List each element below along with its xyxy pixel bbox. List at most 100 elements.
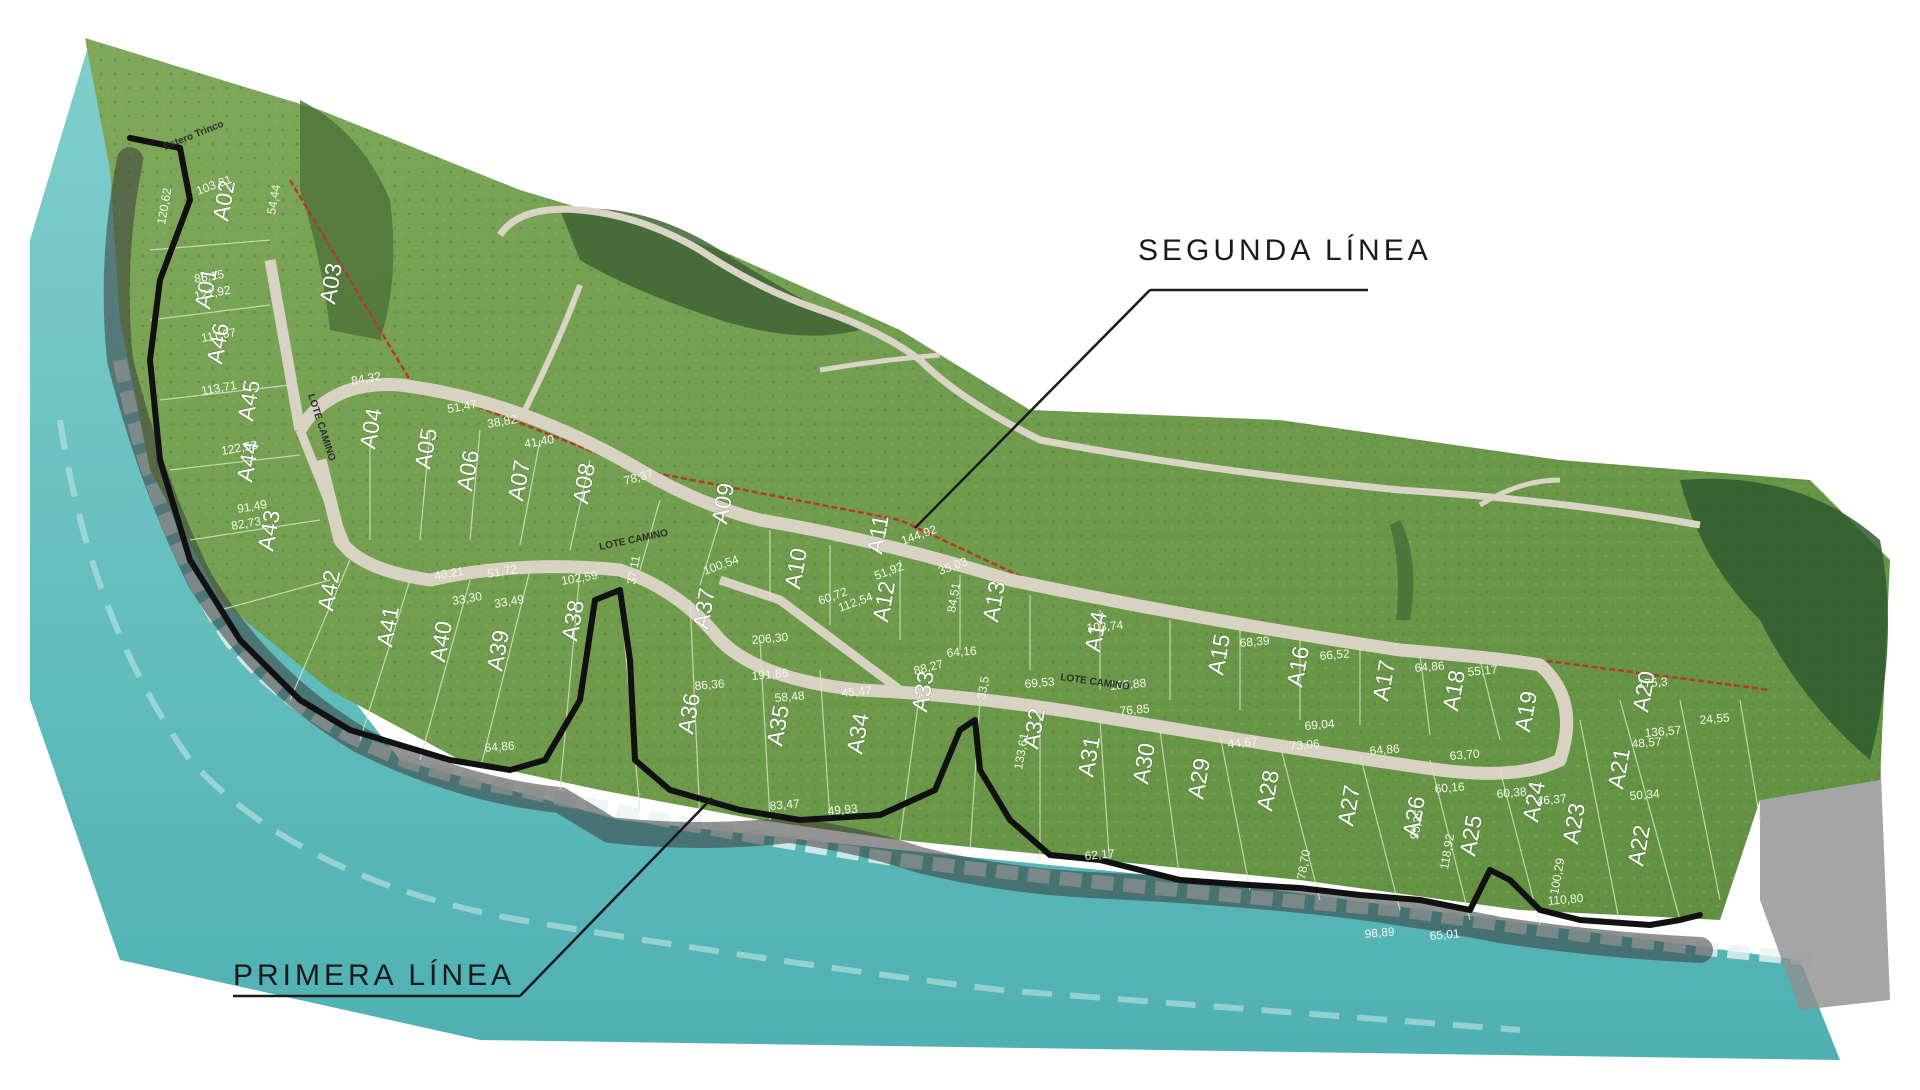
measurement-label: 76,85 xyxy=(1119,701,1150,718)
lot-label-a22[interactable]: A22 xyxy=(1622,823,1656,869)
lot-label-a31[interactable]: A31 xyxy=(1072,734,1106,780)
measurement-label: 191,86 xyxy=(751,666,789,683)
measurement-label: 69,53 xyxy=(1024,674,1055,691)
lot-label-a28[interactable]: A28 xyxy=(1251,768,1285,814)
lot-label-a06[interactable]: A06 xyxy=(451,448,485,494)
measurement-label: 122,53 xyxy=(220,438,259,458)
measurement-label: 44,67 xyxy=(1227,734,1258,751)
measurement-label: 68,39 xyxy=(1239,633,1270,650)
measurement-label: 51,47 xyxy=(446,397,478,416)
measurement-label: 206,30 xyxy=(751,630,789,647)
callout-primera-pointer xyxy=(519,797,713,997)
road-spur-2 xyxy=(295,428,355,557)
measurement-label: 40,21 xyxy=(433,564,465,583)
land-texture xyxy=(85,38,1890,920)
measurement-label: 48,57 xyxy=(1631,734,1662,751)
measurement-label: 69,04 xyxy=(1304,716,1335,733)
measurement-label: 73,06 xyxy=(1289,736,1320,753)
measurement-label: 95,35 xyxy=(1407,808,1426,840)
measurement-label: 37,11 xyxy=(624,554,643,585)
farm-track-branch-3 xyxy=(1478,477,1561,508)
lot-label-a01[interactable]: A01 xyxy=(189,266,223,312)
measurement-label: 64,86 xyxy=(1414,658,1445,675)
measurement-label: 86,36 xyxy=(694,676,725,693)
road-spur xyxy=(264,259,306,431)
measurement-label: 49,93 xyxy=(827,801,858,818)
measurement-label: 111,67 xyxy=(200,325,237,345)
measurement-label: 78,70 xyxy=(1294,848,1313,880)
forest-patch-northwest xyxy=(300,100,394,340)
measurement-label: 65,01 xyxy=(1429,926,1460,943)
rocky-coast xyxy=(103,147,1713,963)
measurement-label: 60,38 xyxy=(1496,784,1527,801)
coastal-boundary-line xyxy=(127,135,1703,928)
measurement-label: 41,40 xyxy=(523,432,555,451)
measurement-label: 118,92 xyxy=(1437,833,1457,871)
measurement-label: 33,30 xyxy=(451,589,483,608)
measurement-label: 102,59 xyxy=(560,568,599,588)
measurement-label: 58,48 xyxy=(774,688,805,705)
measurement-label: 66,52 xyxy=(1319,646,1350,663)
road-spur-3 xyxy=(718,575,903,694)
measurement-label: 54,44 xyxy=(264,183,283,215)
measurement-label: 46,37 xyxy=(1536,791,1567,808)
forest-strip xyxy=(1390,520,1414,620)
measurement-label: 33,5 xyxy=(974,675,992,701)
farm-track xyxy=(497,205,1701,529)
surf-foam-outer xyxy=(57,419,1521,1033)
measurement-label: 113,71 xyxy=(200,378,238,398)
measurement-label: 84,51 xyxy=(944,581,963,613)
measurement-label: 63,70 xyxy=(1449,746,1480,763)
lote-camino-road xyxy=(294,378,1574,780)
farm-track-branch-2 xyxy=(819,352,941,373)
measurement-label: 38,82 xyxy=(486,412,518,431)
measurement-label: 64,86 xyxy=(1369,741,1400,758)
lot-label-a41[interactable]: A41 xyxy=(371,604,405,650)
measurement-label: 136,57 xyxy=(1644,723,1682,740)
measurement-label: 83,47 xyxy=(769,796,800,813)
lot-label-a25[interactable]: A25 xyxy=(1454,813,1488,859)
forest-patch-north xyxy=(560,208,860,336)
measurement-label: 86,15 xyxy=(193,267,225,286)
measurement-label: 51,72 xyxy=(486,562,518,581)
measurement-label: 110,80 xyxy=(1547,891,1584,908)
measurement-label: 50,34 xyxy=(1629,786,1660,803)
lot-label-a08[interactable]: A08 xyxy=(567,461,601,507)
ocean-area xyxy=(30,40,1840,1060)
measurement-label: 64,16 xyxy=(946,643,977,660)
measurement-label: 100,29 xyxy=(1547,857,1567,896)
lot-label-a21[interactable]: A21 xyxy=(1602,746,1636,792)
lot-label-a43[interactable]: A43 xyxy=(252,508,286,554)
callout-primera: PRIMERA LÍNEA xyxy=(233,797,713,998)
beach-area xyxy=(1760,750,1890,1010)
measurement-label: 62,17 xyxy=(1084,846,1115,863)
callout-segunda-pointer xyxy=(914,289,1151,529)
measurement-label: 24,55 xyxy=(1699,710,1730,727)
measurement-label: 98,89 xyxy=(1364,924,1395,941)
lot-label-a05[interactable]: A05 xyxy=(409,426,443,472)
measurement-label: 105,88 xyxy=(1109,676,1147,693)
measurement-label: 91,49 xyxy=(236,497,268,516)
farm-track-branch xyxy=(517,283,583,422)
lot-label-a40[interactable]: A40 xyxy=(424,619,458,665)
measurement-label: 45,47 xyxy=(841,683,872,700)
measurement-label: 82,73 xyxy=(230,514,262,533)
callout-segunda-text: SEGUNDA LÍNEA xyxy=(1138,234,1432,267)
measurement-label: 64,86 xyxy=(484,738,515,755)
measurement-label: 33,49 xyxy=(493,592,525,611)
measurement-label: 103,74 xyxy=(1086,618,1124,635)
forest-patch-east xyxy=(1680,478,1888,760)
measurement-label: 120,62 xyxy=(154,187,174,226)
callout-segunda: SEGUNDA LÍNEA xyxy=(914,234,1432,529)
measurement-label: 175,3 xyxy=(1637,674,1668,691)
measurement-label: 55,17 xyxy=(1467,662,1498,679)
measurement-label: 133,61 xyxy=(1011,732,1031,771)
measurement-label: 60,16 xyxy=(1434,779,1465,796)
measurement-label: 121,92 xyxy=(193,283,232,303)
callout-primera-text: PRIMERA LÍNEA xyxy=(233,959,515,992)
measurement-label: 84,32 xyxy=(350,369,382,388)
lot-label-a13[interactable]: A13 xyxy=(977,579,1011,625)
